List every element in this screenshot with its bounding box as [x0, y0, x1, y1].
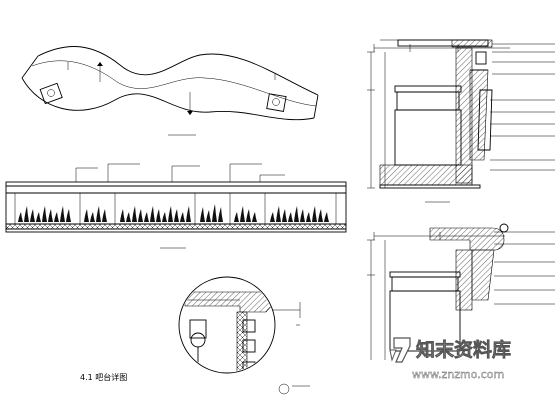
flame-motif — [90, 212, 95, 222]
flame-motif — [168, 206, 173, 222]
flame-motif — [144, 212, 149, 222]
flame-motif — [300, 209, 305, 222]
flame-motif-row — [18, 204, 329, 222]
flame-motif — [186, 206, 191, 222]
flame-motif — [162, 212, 167, 222]
flame-motif — [24, 206, 29, 222]
flame-motif — [102, 209, 107, 222]
flame-motif — [18, 212, 23, 222]
section-view-lower — [367, 223, 555, 360]
flame-motif — [212, 204, 217, 222]
flame-motif — [200, 207, 205, 222]
watermark-logo-icon — [389, 337, 411, 363]
flame-motif — [156, 209, 161, 222]
flame-motif — [240, 206, 245, 222]
flame-motif — [96, 206, 101, 222]
flame-motif — [294, 206, 299, 222]
plan-view — [21, 46, 319, 136]
section-view-upper — [367, 39, 555, 203]
flame-motif — [312, 206, 317, 222]
flame-motif — [150, 206, 155, 222]
flame-motif — [234, 212, 239, 222]
flame-motif — [324, 212, 329, 222]
watermark-main-text: 知末资料库 — [416, 338, 511, 361]
flame-motif — [30, 209, 35, 222]
flame-motif — [180, 212, 185, 222]
flame-motif — [276, 206, 281, 222]
flame-motif — [42, 206, 47, 222]
flame-motif — [54, 212, 59, 222]
flame-motif — [288, 212, 293, 222]
flame-motif — [138, 209, 143, 222]
flame-motif — [246, 209, 251, 222]
flame-motif — [60, 206, 65, 222]
watermark-url-text: www.znzmo.com — [412, 368, 504, 381]
watermark: 知末资料库 www.znzmo.com — [389, 337, 511, 381]
flame-motif — [84, 209, 89, 222]
detail-callout — [178, 276, 310, 395]
flame-motif — [318, 209, 323, 222]
detail-title: 4.1 吧台详图 — [80, 372, 127, 382]
flame-motif — [218, 207, 223, 222]
flame-motif — [206, 210, 211, 222]
flame-motif — [132, 206, 137, 222]
flame-motif — [36, 212, 41, 222]
flame-motif — [66, 209, 71, 222]
flame-motif — [48, 209, 53, 222]
front-elevation — [5, 163, 347, 249]
flame-motif — [126, 212, 131, 222]
flame-motif — [306, 212, 311, 222]
flame-motif — [120, 209, 125, 222]
flame-motif — [282, 209, 287, 222]
flame-motif — [252, 212, 257, 222]
flame-motif — [174, 209, 179, 222]
flame-motif — [270, 212, 275, 222]
